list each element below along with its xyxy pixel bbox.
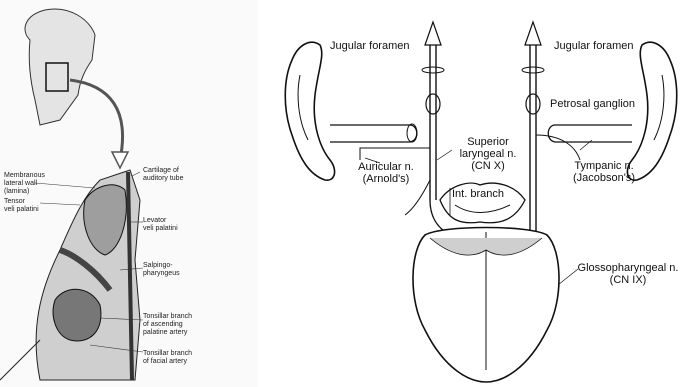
nerve-diagram: Jugular foramen Jugular foramen Petrosal…	[258, 0, 686, 387]
jugular-ring-left	[422, 67, 444, 73]
jugular-ring-right	[522, 67, 544, 73]
left-ear-canal	[330, 125, 417, 142]
superior-ganglion-left	[426, 94, 440, 114]
left-ear-inner	[298, 75, 308, 140]
label-tensor: Tensor veli palatini	[4, 198, 39, 214]
label-auricular: Auricular n. (Arnold's)	[346, 161, 426, 185]
tonsil	[53, 289, 101, 341]
label-int-branch: Int. branch	[452, 188, 504, 200]
artery-branch	[0, 340, 40, 380]
label-jugular-foramen-right: Jugular foramen	[554, 40, 634, 52]
right-ear-inner	[654, 75, 664, 140]
vagus-arrow-icon	[425, 22, 441, 45]
superior-laryngeal-branch	[405, 180, 430, 215]
label-tonsillar-asc: Tonsillar branch of ascending palatine a…	[143, 313, 192, 337]
label-tympanic: Tympanic n. (Jacobson's)	[562, 160, 646, 184]
arrow-head	[112, 152, 128, 168]
head-outline	[25, 9, 95, 125]
label-jugular-foramen-left: Jugular foramen	[330, 40, 410, 52]
auditory-tube-illustration: Membranous lateral wall (lamina) Tensor …	[0, 0, 258, 387]
left-canal-end	[407, 124, 417, 142]
glossopharyngeal-arrow-icon	[525, 22, 541, 45]
epiglottis	[455, 205, 510, 213]
label-levator: Levator veli palatini	[143, 217, 178, 233]
label-cartilage: Cartilage of auditory tube	[143, 167, 183, 183]
petrosal-ganglion	[526, 94, 540, 114]
auricular-branch	[360, 148, 430, 160]
leader-cartilage	[132, 172, 140, 176]
tympanic-branch	[536, 135, 580, 160]
label-petrosal-ganglion: Petrosal ganglion	[550, 98, 635, 110]
label-tonsillar-fac: Tonsillar branch of facial artery	[143, 350, 192, 366]
label-membranous-wall: Membranous lateral wall (lamina)	[4, 172, 45, 196]
leader-tensor	[40, 203, 80, 205]
label-superior-laryngeal: Superior laryngeal n. (CN X)	[448, 136, 528, 172]
left-ear	[285, 42, 334, 180]
label-salpingo: Salpingo- pharyngeus	[143, 262, 180, 278]
label-glossopharyngeal: Glossopharyngeal n. (CN IX)	[572, 262, 684, 286]
